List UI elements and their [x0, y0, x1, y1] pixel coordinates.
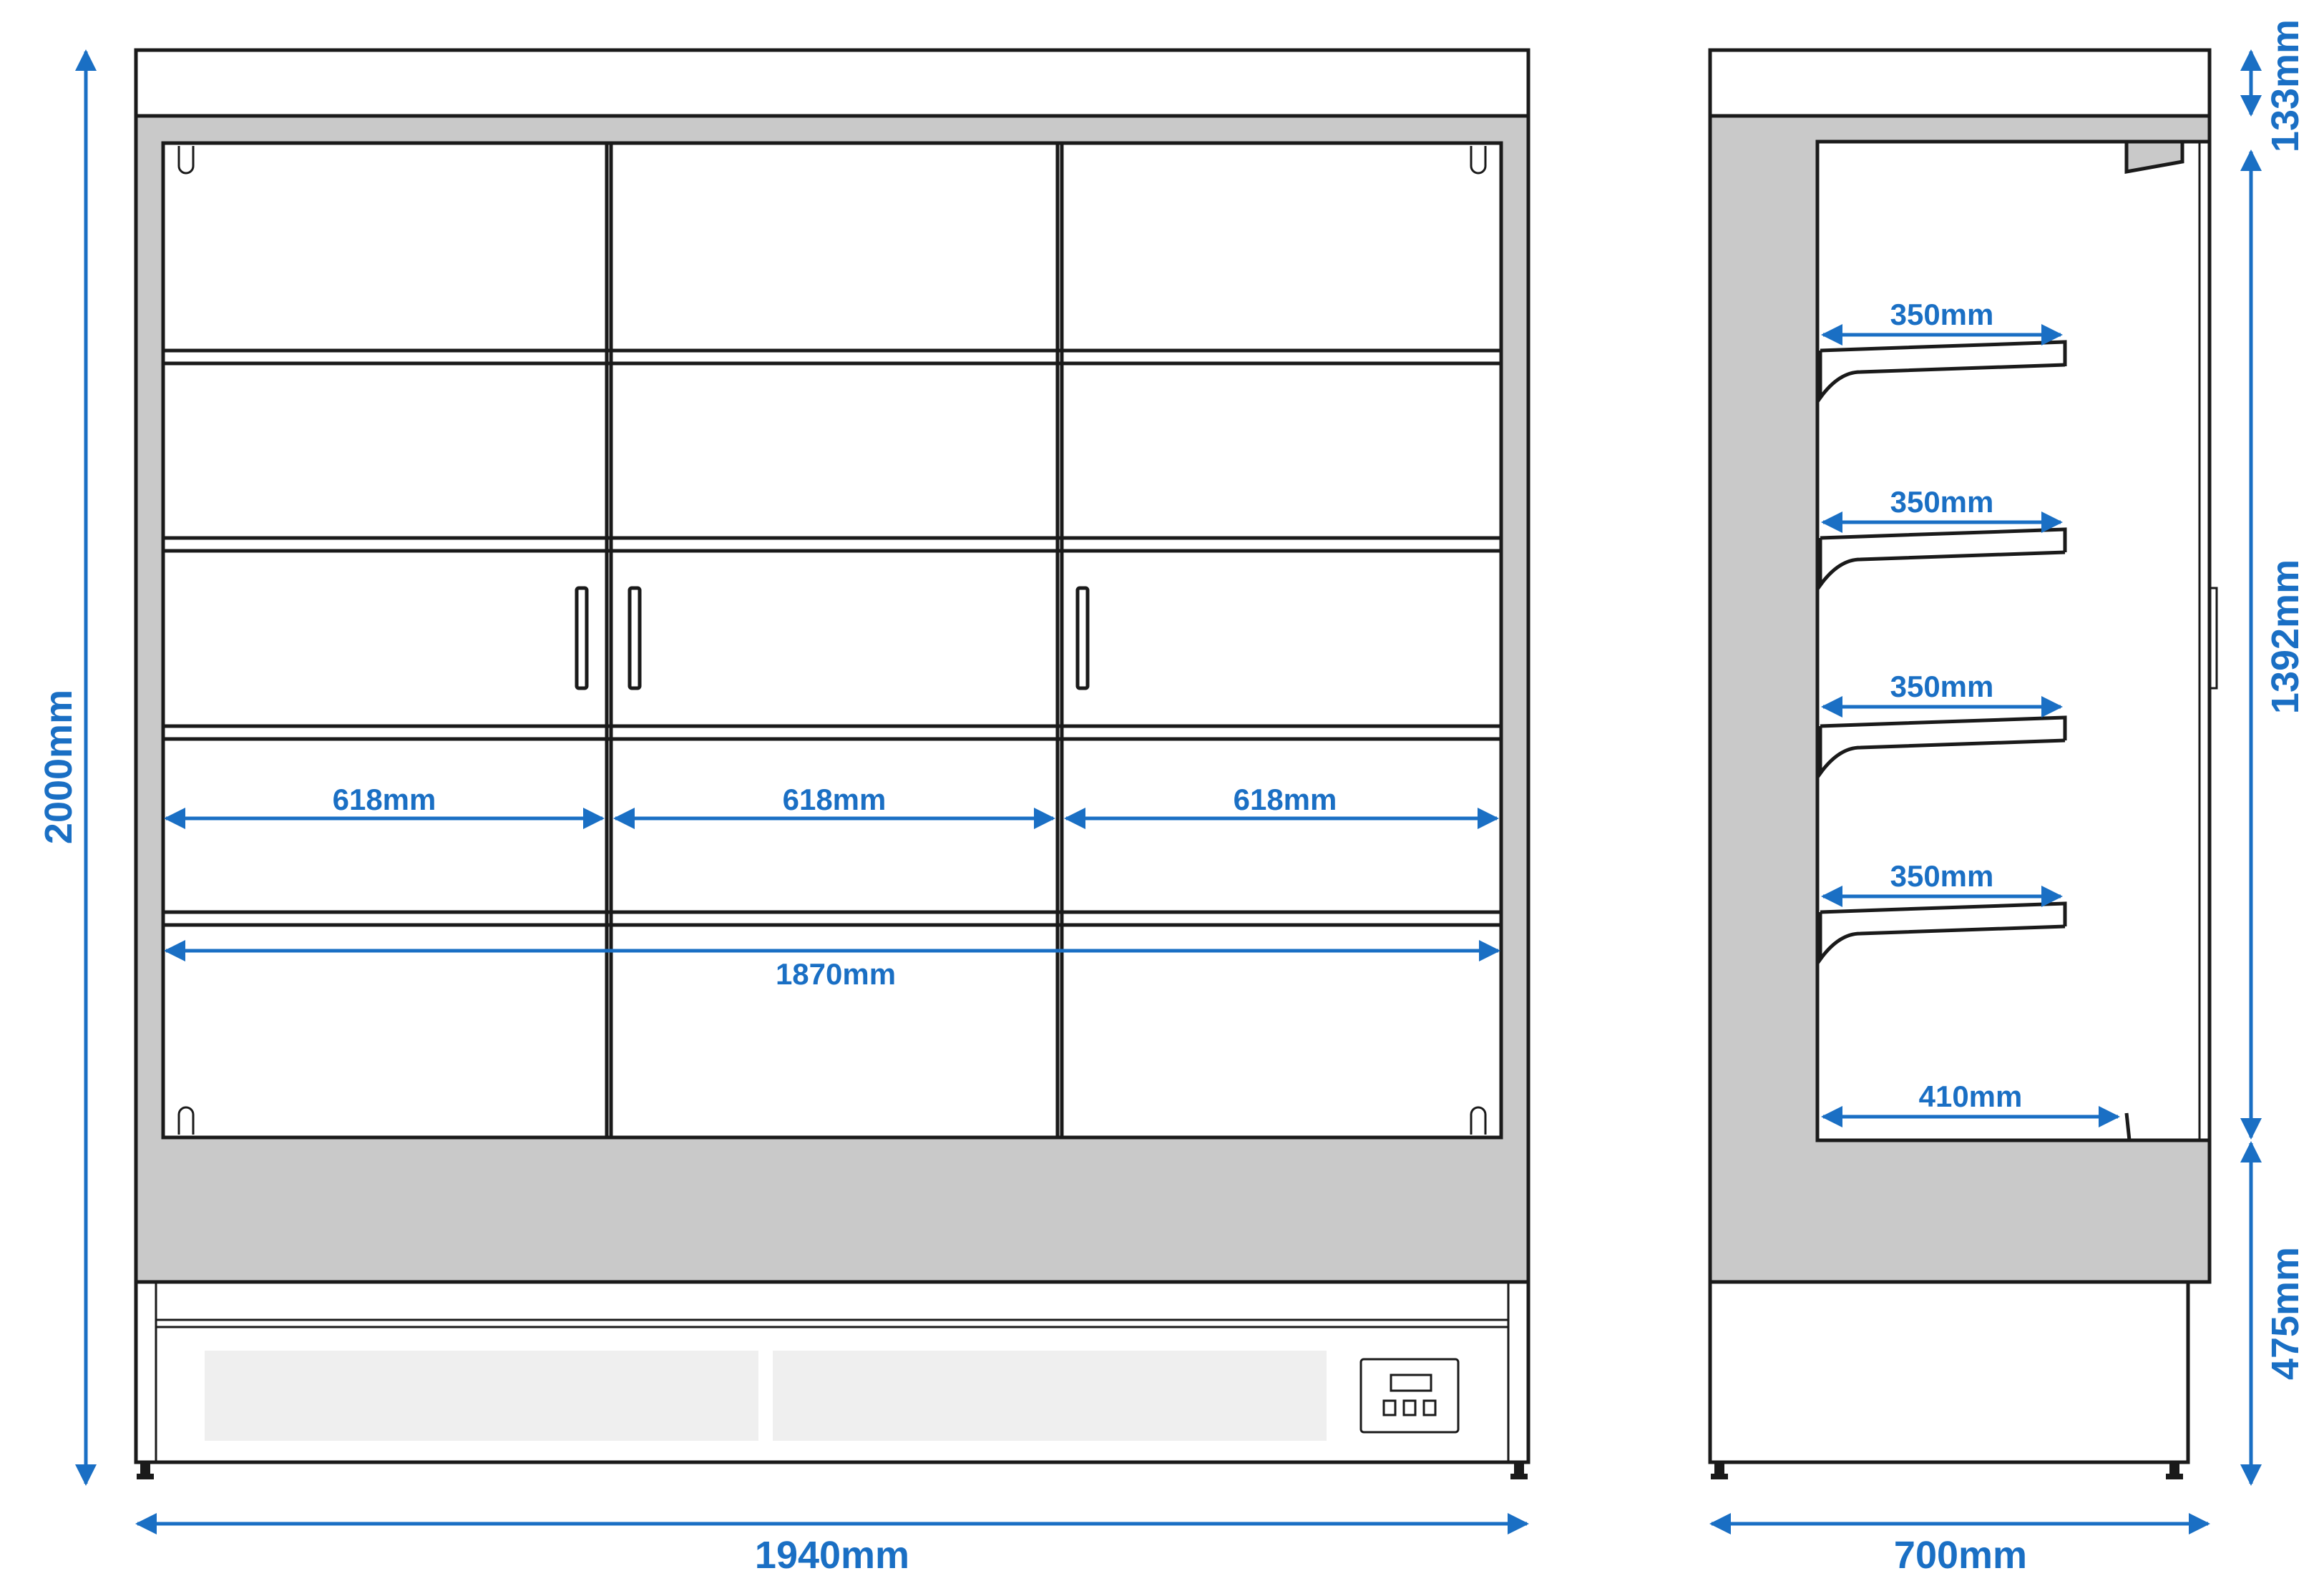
side-shelves: [1818, 340, 2132, 1141]
front-view: [134, 48, 1530, 1479]
side-canopy: [1708, 48, 2212, 118]
shelf-depth-label: 350mm: [1890, 670, 1994, 703]
shelf-depth-label: 350mm: [1890, 485, 1994, 519]
corner-clip: [177, 146, 195, 175]
section-width-label: 618mm: [333, 783, 436, 816]
display-height-label: 1392mm: [2264, 559, 2307, 714]
top-height-label: 133mm: [2264, 19, 2307, 152]
door-handle: [1075, 586, 1090, 690]
foot: [2166, 1474, 2183, 1479]
side-dimensions: 350mm 350mm 350mm 350mm 410mm 700mm 133m…: [1709, 19, 2307, 1577]
corner-clip: [1470, 146, 1487, 175]
side-handle: [2208, 587, 2218, 690]
side-display-cavity: [1815, 139, 2212, 1142]
side-base: [1708, 1280, 2190, 1464]
front-canopy: [134, 48, 1530, 118]
overall-width-label: 1940mm: [755, 1534, 909, 1577]
foot: [2169, 1462, 2179, 1475]
shelf-depth-label: 350mm: [1890, 298, 1994, 331]
foot: [140, 1462, 150, 1475]
inner-width-label: 1870mm: [776, 957, 896, 991]
foot: [1510, 1474, 1528, 1479]
foot: [1514, 1462, 1524, 1475]
foot: [1714, 1462, 1724, 1475]
corner-clip: [1470, 1106, 1487, 1135]
door-handle: [575, 586, 589, 690]
front-glass-area: [161, 141, 1503, 1140]
overall-depth-label: 700mm: [1894, 1534, 2027, 1577]
foot: [1711, 1474, 1728, 1479]
bottom-depth-label: 410mm: [1919, 1079, 2023, 1113]
controller-unit: [1359, 1358, 1460, 1434]
side-view: [1708, 48, 2218, 1479]
corner-clip: [177, 1106, 195, 1135]
front-shelves: [163, 348, 1501, 927]
section-width-label: 618mm: [1234, 783, 1337, 816]
front-dimensions: 2000mm 1940mm 1870mm 618mm 618mm 618mm: [37, 49, 1529, 1577]
front-vent-panel: [205, 1351, 758, 1441]
overall-height-label: 2000mm: [37, 690, 80, 844]
front-vent-panel: [773, 1351, 1327, 1441]
door-handle: [628, 586, 642, 690]
section-width-label: 618mm: [783, 783, 887, 816]
canopy-lip: [2124, 139, 2184, 174]
shelf-depth-label: 350mm: [1890, 859, 1994, 893]
foot: [137, 1474, 154, 1479]
base-height-label: 475mm: [2264, 1247, 2307, 1380]
